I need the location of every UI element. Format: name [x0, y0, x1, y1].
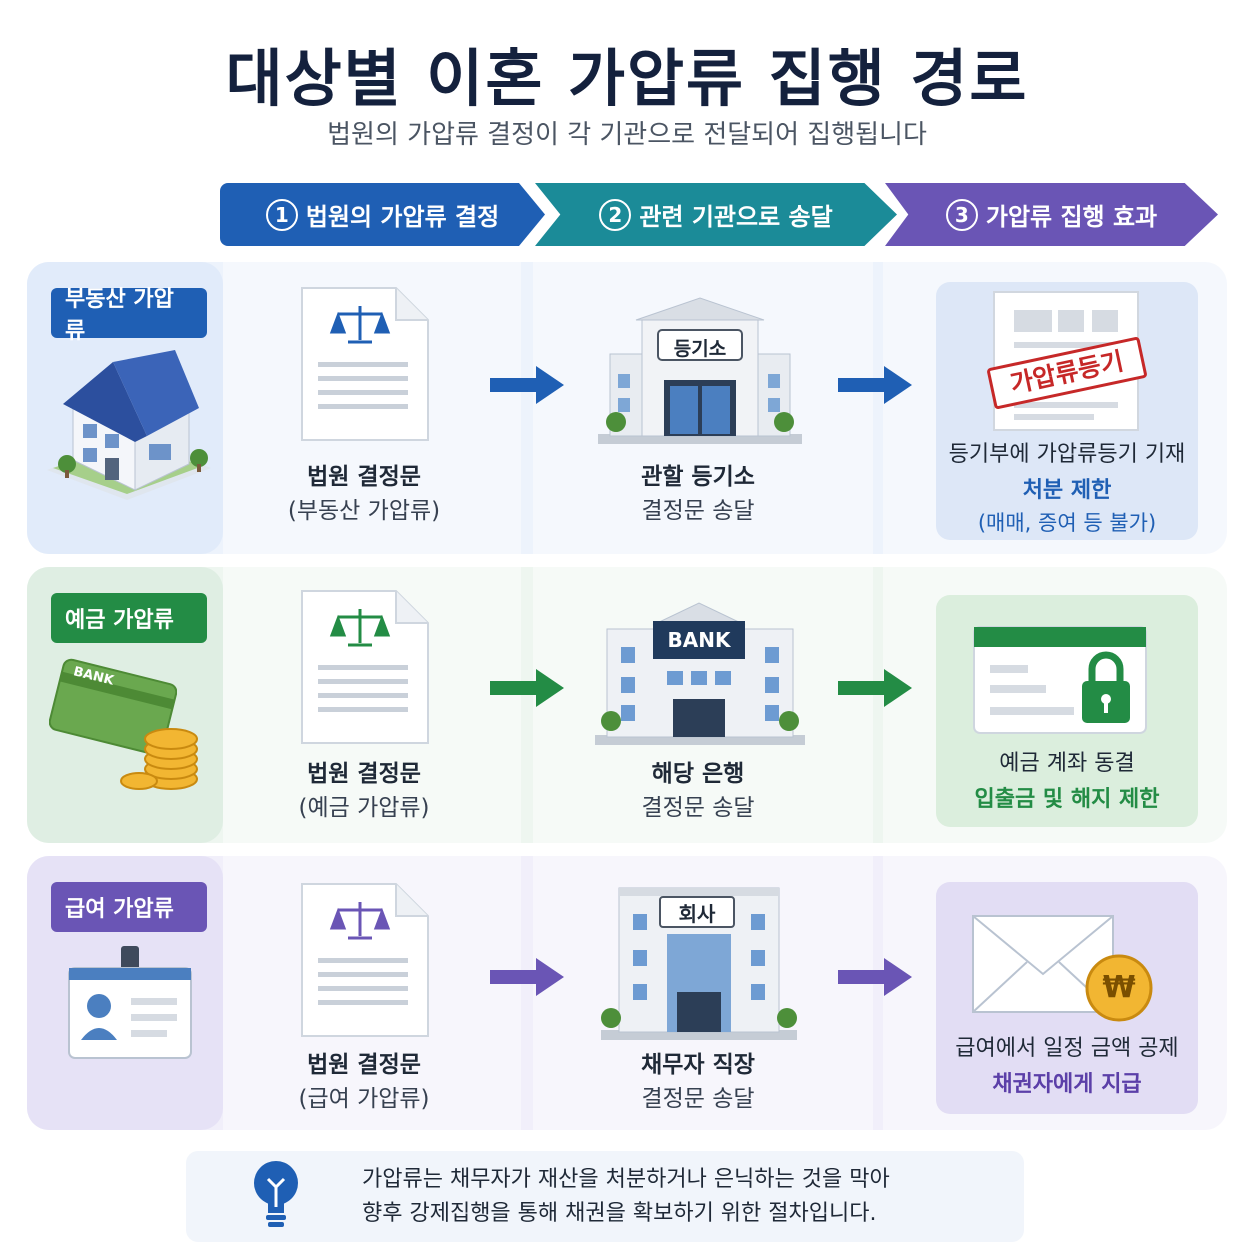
result-line-2: 처분 제한 — [1022, 478, 1112, 503]
step-1-label: 법원의 가압류 결정 — [305, 203, 500, 231]
row-badge: 부동산 가압류 — [51, 287, 207, 344]
doc-title: 법원 결정문 — [307, 464, 421, 490]
court-document-icon — [301, 287, 429, 441]
id-badge-icon — [68, 946, 192, 1059]
agency-subtitle: 결정문 송달 — [641, 795, 755, 821]
step-2-header: 2 관련 기관으로 송달 — [535, 183, 897, 246]
scale-icon — [329, 306, 391, 344]
page-title: 대상별 이혼 가압류 집행 경로 — [225, 42, 1029, 115]
step-1-header: 1 법원의 가압류 결정 — [220, 183, 545, 246]
doc-title: 법원 결정문 — [307, 1052, 421, 1078]
arrow-right-icon — [838, 366, 912, 404]
arrow-right-icon — [490, 958, 564, 996]
doc-label: 법원 결정문 (부동산 가압류) — [257, 460, 471, 528]
doc-title: 법원 결정문 — [307, 761, 421, 787]
building-sign: BANK — [667, 628, 731, 652]
building-sign: 등기소 — [673, 338, 727, 360]
result-line-1: 등기부에 가압류등기 기재 — [948, 442, 1186, 467]
doc-subtitle: (예금 가압류) — [298, 795, 430, 821]
arrow-right-icon — [490, 669, 564, 707]
registry-building-icon — [598, 297, 802, 444]
bank-card-icon — [49, 658, 177, 756]
agency-label: 해당 은행 결정문 송달 — [591, 757, 805, 825]
arrow-right-icon — [838, 669, 912, 707]
agency-title: 채무자 직장 — [641, 1052, 755, 1078]
result-line-3: (매매, 증여 등 불가) — [977, 511, 1157, 535]
info-note: 가압류는 채무자가 재산을 처분하거나 은닉하는 것을 막아 향후 강제집행을 … — [186, 1151, 1024, 1242]
arrow-right-icon — [490, 366, 564, 404]
page-subtitle: 법원의 가압류 결정이 각 기관으로 전달되어 집행됩니다 — [327, 120, 927, 150]
coins-icon — [120, 728, 198, 790]
step-2-number: 2 — [599, 198, 632, 231]
row-wages: 급여 가압류 법원 결정문 (급여 가압류) — [27, 856, 1227, 1130]
agency-label: 관할 등기소 결정문 송달 — [591, 460, 805, 528]
row-real-estate: 부동산 가압류 법원 결정문 (부동산 가압류) — [27, 262, 1227, 554]
agency-subtitle: 결정문 송달 — [641, 498, 755, 524]
agency-title: 관할 등기소 — [641, 464, 755, 490]
lightbulb-icon — [254, 1161, 298, 1227]
bank-account-icon — [973, 626, 1147, 734]
note-text: 가압류는 채무자가 재산을 처분하거나 은닉하는 것을 막아 향후 강제집행을 … — [362, 1163, 890, 1231]
doc-subtitle: (부동산 가압류) — [287, 498, 441, 524]
bank-building-icon — [595, 602, 805, 745]
envelope-icon — [972, 915, 1153, 1022]
note-line-1: 가압류는 채무자가 재산을 처분하거나 은닉하는 것을 막아 — [362, 1167, 890, 1192]
doc-label: 법원 결정문 (예금 가압류) — [257, 757, 471, 825]
doc-label: 법원 결정문 (급여 가압류) — [257, 1048, 471, 1116]
agency-title: 해당 은행 — [651, 761, 745, 787]
doc-subtitle: (급여 가압류) — [298, 1086, 430, 1112]
row-badge: 예금 가압류 — [51, 593, 207, 643]
court-document-icon — [301, 883, 429, 1037]
step-1-number: 1 — [265, 198, 298, 231]
result-line-2: 입출금 및 해지 제한 — [974, 787, 1160, 812]
building-sign: 회사 — [659, 896, 735, 928]
agency-label: 채무자 직장 결정문 송달 — [591, 1048, 805, 1116]
result-line-1: 예금 계좌 동결 — [999, 751, 1135, 776]
step-3-number: 3 — [945, 198, 978, 231]
scale-icon — [329, 609, 391, 647]
result-line-1: 급여에서 일정 금액 공제 — [955, 1036, 1179, 1061]
step-3-label: 가압류 집행 효과 — [985, 203, 1158, 231]
step-2-label: 관련 기관으로 송달 — [639, 203, 833, 231]
won-symbol: ₩ — [1102, 970, 1136, 1005]
court-document-icon — [301, 590, 429, 744]
step-3-header: 3 가압류 집행 효과 — [885, 183, 1218, 246]
agency-subtitle: 결정문 송달 — [641, 1086, 755, 1112]
scale-icon — [329, 902, 391, 940]
arrow-right-icon — [838, 958, 912, 996]
lock-icon — [1082, 651, 1130, 723]
result-line-2: 채권자에게 지급 — [992, 1072, 1142, 1097]
note-line-2: 향후 강제집행을 통해 채권을 확보하기 위한 절차입니다. — [362, 1201, 877, 1226]
won-coin-icon — [1085, 954, 1153, 1022]
house-icon — [47, 350, 211, 500]
row-deposit: 예금 가압류 BANK 법원 결정문 (예금 가압류) — [27, 567, 1227, 843]
row-badge: 급여 가압류 — [51, 882, 207, 932]
